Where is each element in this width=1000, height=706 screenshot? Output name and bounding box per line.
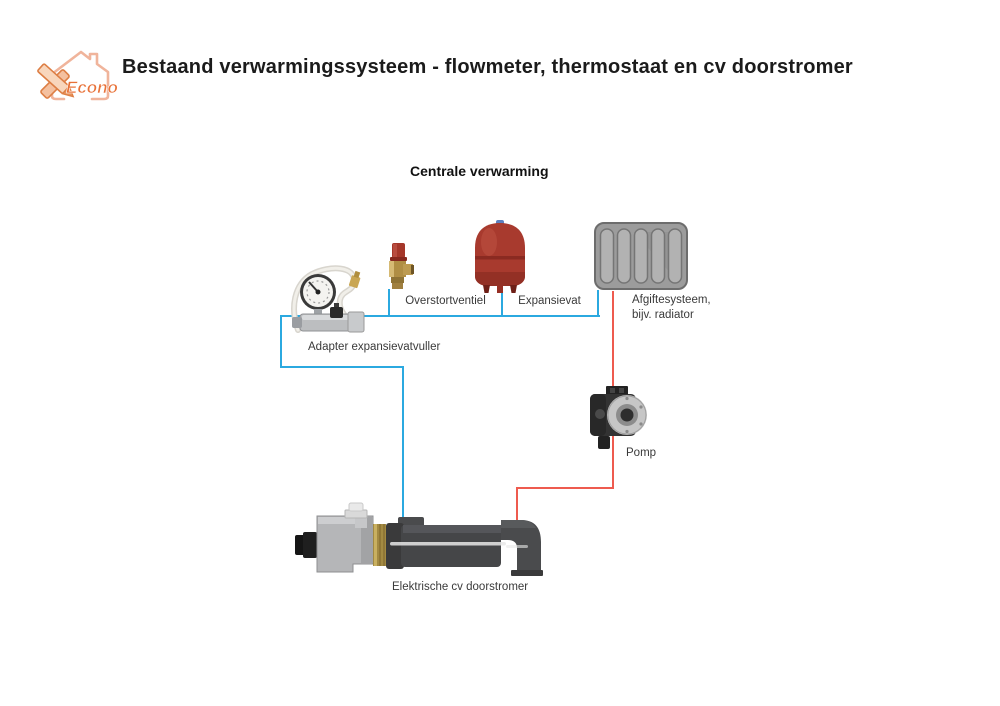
label-radiator-line1: Afgiftesysteem,: [632, 294, 711, 306]
overflow-valve-illustration: [383, 242, 415, 297]
label-expansion-vessel: Expansievat: [518, 295, 581, 307]
filler-adapter-illustration: [290, 264, 374, 347]
pipe-hot-drop-to-heater: [516, 487, 518, 524]
pipe-cold-main-horizontal: [280, 315, 600, 317]
pipe-cold-tick-vessel: [501, 289, 503, 317]
pipe-cold-lower-horizontal: [280, 366, 404, 368]
pipe-cold-drop-to-heater: [402, 366, 404, 520]
label-radiator-line2: bijv. radiator: [632, 308, 694, 321]
diagram-heading: Centrale verwarming: [410, 163, 549, 179]
logo-wordmark: Econo: [66, 78, 118, 97]
pipe-hot-horizontal: [516, 487, 614, 489]
econo-logo-icon: Econo: [36, 44, 122, 102]
pipe-cold-left-drop: [280, 315, 282, 368]
pipe-cold-tick-valve: [388, 289, 390, 317]
label-pump: Pomp: [626, 447, 657, 459]
page-title: Bestaand verwarmingssysteem - flowmeter,…: [122, 56, 853, 78]
label-flow-heater: Elektrische cv doorstromer: [392, 581, 529, 593]
label-overflow-valve: Overstortventiel: [405, 295, 486, 307]
label-filler-adapter: Adapter expansievatvuller: [308, 341, 441, 353]
pipe-cold-riser-radiator: [597, 290, 599, 317]
expansion-vessel-illustration: [470, 220, 530, 299]
label-radiator: Afgiftesysteem, bijv. radiator: [632, 293, 742, 322]
pump-illustration: [586, 386, 650, 455]
radiator-illustration: [594, 222, 688, 295]
flow-heater-illustration: [295, 502, 543, 581]
